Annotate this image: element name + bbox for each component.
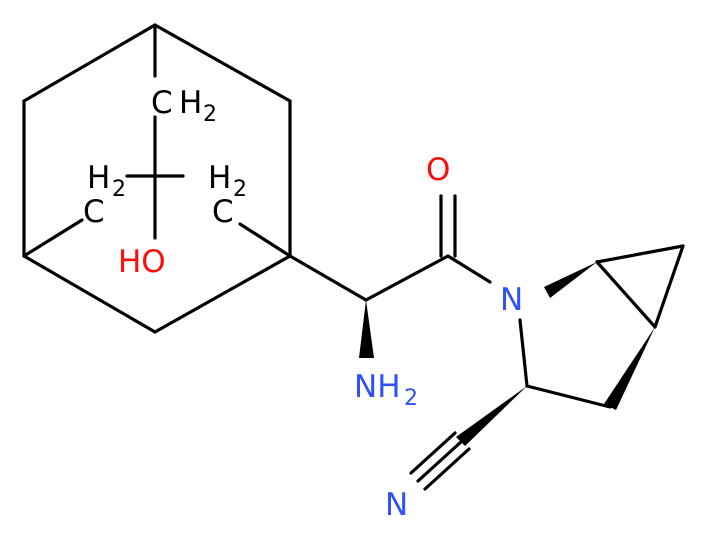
nitrile-bond xyxy=(416,439,464,483)
hydroxyl-label: HO xyxy=(118,244,166,280)
bond xyxy=(153,23,292,103)
subscript: 2 xyxy=(203,102,217,127)
wedge-bond xyxy=(604,327,655,410)
subscript: 2 xyxy=(404,386,418,411)
bond xyxy=(364,254,450,302)
bond xyxy=(595,260,657,329)
subscript: 2 xyxy=(233,177,247,202)
atom-label-c: C xyxy=(151,85,173,121)
bond xyxy=(653,244,685,329)
ring-nitrogen-label: N xyxy=(500,282,523,318)
amine-label: NH xyxy=(354,369,401,405)
nitrile-bond xyxy=(409,431,457,475)
atom-label-h: H xyxy=(87,160,110,196)
wedge-bond xyxy=(544,262,597,298)
bond xyxy=(446,254,492,284)
oxygen-label: O xyxy=(426,152,450,188)
bicyclic-ring xyxy=(409,244,685,491)
bond xyxy=(22,218,84,258)
wedge-bond xyxy=(359,300,374,358)
nitrile-bond xyxy=(423,447,471,491)
atom-label-c: C xyxy=(212,194,234,230)
bond xyxy=(22,23,157,103)
wedge-bond xyxy=(456,386,527,446)
atom-label-h: H xyxy=(179,85,202,121)
nitrile-nitrogen-label: N xyxy=(385,487,408,523)
linker xyxy=(288,194,492,358)
bond xyxy=(525,384,612,409)
bond xyxy=(518,318,529,388)
bond xyxy=(238,222,292,258)
bond xyxy=(22,254,157,334)
bond xyxy=(153,254,292,334)
bond xyxy=(288,254,368,302)
atom-label-c: C xyxy=(83,194,105,230)
bond xyxy=(595,244,685,264)
adamantane-cage xyxy=(22,23,292,334)
subscript: 2 xyxy=(112,177,126,202)
atom-label-h: H xyxy=(208,160,231,196)
